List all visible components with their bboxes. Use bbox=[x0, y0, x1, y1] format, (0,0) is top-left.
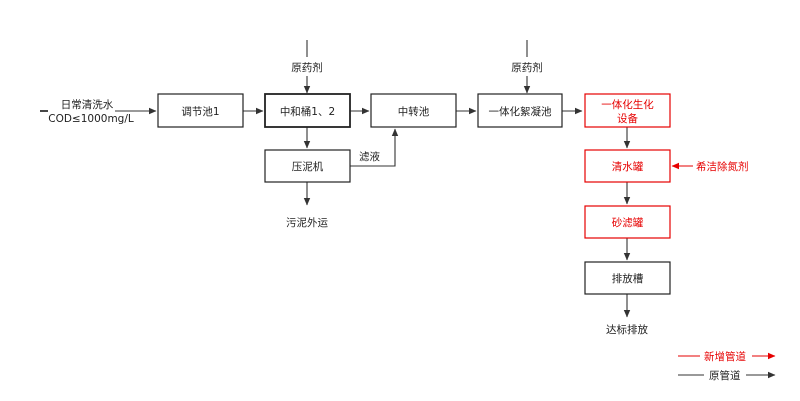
node-clear-water-tank-label: 清水罐 bbox=[612, 160, 644, 173]
node-bio-equipment-label-line1: 一体化生化 bbox=[601, 98, 654, 111]
label-cod-limit: COD≤1000mg/L bbox=[48, 113, 134, 125]
legend-old-pipe-label: 原管道 bbox=[709, 369, 741, 382]
node-discharge-trough-label: 排放槽 bbox=[612, 272, 644, 285]
legend: 新增管道 原管道 bbox=[678, 350, 776, 382]
label-chemical-1: 原药剂 bbox=[291, 61, 323, 74]
label-compliant-discharge: 达标排放 bbox=[606, 323, 648, 336]
node-neutralization-tank: 中和桶1、2 bbox=[264, 93, 351, 128]
node-regulating-tank-label: 调节池1 bbox=[181, 105, 219, 118]
node-sand-filter-tank: 砂滤罐 bbox=[584, 205, 671, 239]
node-flocculation-tank: 一体化絮凝池 bbox=[477, 93, 563, 128]
node-clear-water-tank: 清水罐 bbox=[584, 149, 671, 183]
node-flocculation-tank-label: 一体化絮凝池 bbox=[489, 105, 552, 118]
node-bio-equipment-label-line2: 设备 bbox=[617, 112, 638, 125]
label-chemical-2: 原药剂 bbox=[511, 61, 543, 74]
legend-new-pipe-label: 新增管道 bbox=[704, 350, 746, 363]
node-filter-press: 压泥机 bbox=[264, 149, 351, 183]
label-denitrification-agent: 希洁除氮剂 bbox=[696, 160, 749, 173]
node-bio-equipment: 一体化生化 设备 bbox=[584, 93, 671, 128]
node-transfer-tank-label: 中转池 bbox=[398, 105, 430, 118]
label-daily-wash-water: 日常清洗水 bbox=[61, 98, 114, 111]
node-sand-filter-tank-label: 砂滤罐 bbox=[612, 216, 644, 229]
node-discharge-trough: 排放槽 bbox=[584, 261, 671, 295]
node-regulating-tank: 调节池1 bbox=[157, 93, 244, 128]
label-filtrate: 滤液 bbox=[359, 150, 380, 163]
node-neutralization-tank-label: 中和桶1、2 bbox=[280, 105, 335, 118]
edge-filtrate-to-transfer bbox=[350, 128, 399, 167]
node-filter-press-label: 压泥机 bbox=[292, 160, 324, 173]
label-sludge-out: 污泥外运 bbox=[286, 216, 328, 229]
node-transfer-tank: 中转池 bbox=[370, 93, 457, 128]
